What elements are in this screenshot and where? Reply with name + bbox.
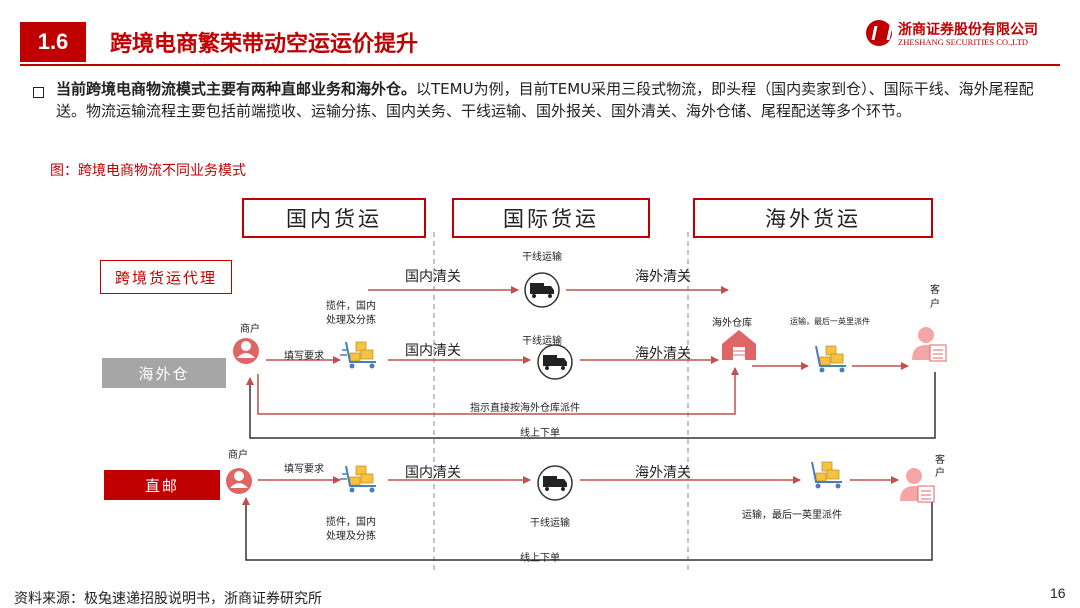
section-number: 1.6 [20, 22, 86, 62]
customer-avatar-icon-direct [900, 468, 935, 503]
truck-icon-warehouse [537, 344, 573, 380]
direct-customer-label: 客 户 [935, 455, 945, 479]
wh-fill-request: 填写要求 [284, 351, 324, 362]
direct-online-order: 线上下单 [520, 553, 560, 564]
direct-customs-out: 国内清关 [405, 465, 461, 481]
handcart-icon-last-mile-warehouse [815, 345, 846, 373]
wh-instruct: 指示直接按海外仓库派件 [470, 403, 580, 414]
page-title: 跨境电商繁荣带动空运运价提升 [110, 32, 419, 57]
diagram-lines [226, 232, 947, 574]
wh-pickup-label: 揽件，国内 处理及分拣 [326, 301, 376, 326]
wh-customs-out: 国内清关 [405, 343, 461, 359]
logistics-mode-diagram: 国内货运 国际货运 海外货运 跨境货运代理 海外仓 直邮 国内清关 干线运输 海… [0, 190, 1080, 580]
zheshang-logo-icon [866, 20, 892, 46]
wh-merchant-label: 商户 [240, 324, 260, 335]
mode-tag-overseas-warehouse: 海外仓 [102, 358, 226, 388]
truck-icon-agent [524, 272, 560, 308]
wh-customs-in: 海外清关 [635, 346, 691, 362]
company-name-en: ZHESHANG SECURITIES CO.,LTD [898, 37, 1029, 47]
mode-tag-direct: 直邮 [104, 470, 220, 500]
direct-last-mile: 运输，最后一英里派件 [742, 510, 842, 521]
direct-pickup-label: 揽件，国内 处理及分拣 [326, 517, 376, 542]
direct-customs-in: 海外清关 [635, 465, 691, 481]
agent-customs-in: 海外清关 [635, 269, 691, 285]
source-note: 资料来源：极兔速递招股说明书，浙商证券研究所 [14, 591, 322, 607]
warehouse-icon [722, 330, 756, 360]
handcart-icon-warehouse [340, 341, 376, 369]
agent-trunk: 干线运输 [522, 252, 562, 263]
company-name-cn: 浙商证券股份有限公司 [898, 22, 1038, 38]
customer-avatar-icon-warehouse [912, 327, 947, 362]
figure-caption: 图：跨境电商物流不同业务模式 [50, 163, 246, 179]
intro-text: 以TEMU为例，目前TEMU采用三段式物流，即头程（国内卖家到仓）、国际干线、海… [56, 80, 1034, 120]
intro-paragraph: 当前跨境电商物流模式主要有两种直邮业务和海外仓。以TEMU为例，目前TEMU采用… [56, 78, 1046, 122]
page-number: 16 [1050, 585, 1066, 601]
wh-trunk: 干线运输 [522, 336, 562, 347]
stage-international: 国际货运 [452, 198, 650, 238]
title-divider [20, 64, 1060, 66]
stage-domestic: 国内货运 [242, 198, 426, 238]
handcart-icon-last-mile-direct [811, 461, 842, 489]
direct-fill-request: 填写要求 [284, 464, 324, 475]
agent-customs-out: 国内清关 [405, 269, 461, 285]
direct-merchant-label: 商户 [228, 450, 248, 461]
handcart-icon-direct [340, 465, 376, 493]
merchant-avatar-icon-direct [226, 468, 252, 494]
intro-bold: 当前跨境电商物流模式主要有两种直邮业务和海外仓。 [56, 80, 417, 98]
truck-icon-direct [537, 465, 573, 501]
mode-tag-agent: 跨境货运代理 [100, 260, 232, 294]
wh-last-mile: 运输，最后一英里派件 [790, 317, 870, 326]
stage-overseas: 海外货运 [693, 198, 933, 238]
merchant-avatar-icon-warehouse [233, 338, 259, 364]
bullet-square-icon [33, 87, 44, 98]
wh-warehouse-label: 海外仓库 [712, 318, 752, 329]
direct-trunk: 干线运输 [530, 518, 570, 529]
wh-online-order: 线上下单 [520, 428, 560, 439]
wh-customer-label: 客 户 [930, 285, 940, 310]
